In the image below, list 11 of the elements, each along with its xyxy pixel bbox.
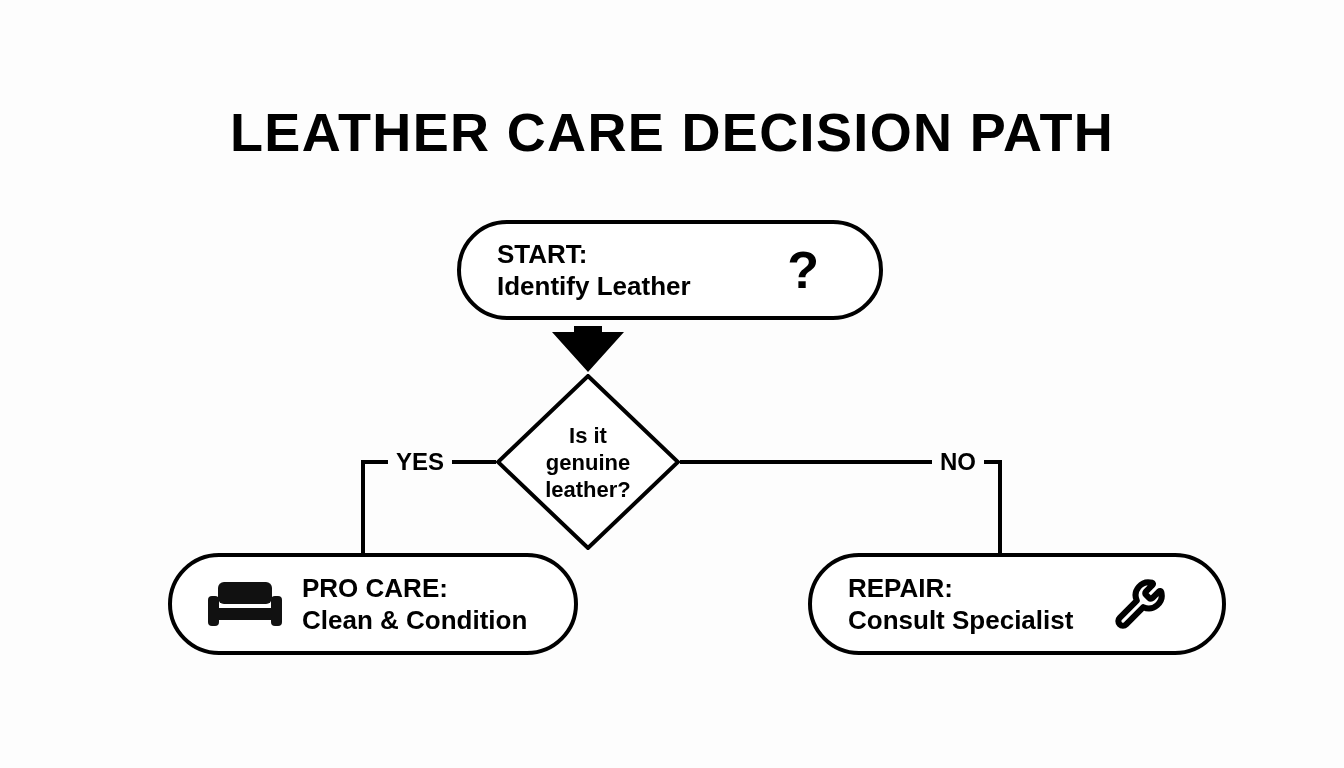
node-text: Clean & Condition: [302, 604, 528, 636]
decision-text: Is it genuine leather?: [544, 421, 632, 503]
node-text: Identify Leather: [497, 270, 691, 302]
diagram-title: LEATHER CARE DECISION PATH: [228, 101, 1116, 164]
node-text: Consult Specialist: [848, 604, 1074, 636]
question-mark: ?: [787, 244, 819, 296]
node-heading: START:: [497, 238, 589, 270]
node-heading: PRO CARE:: [302, 572, 449, 604]
node-heading: REPAIR:: [848, 572, 954, 604]
connector-line: [680, 460, 1002, 553]
block-arrow: [552, 326, 624, 372]
